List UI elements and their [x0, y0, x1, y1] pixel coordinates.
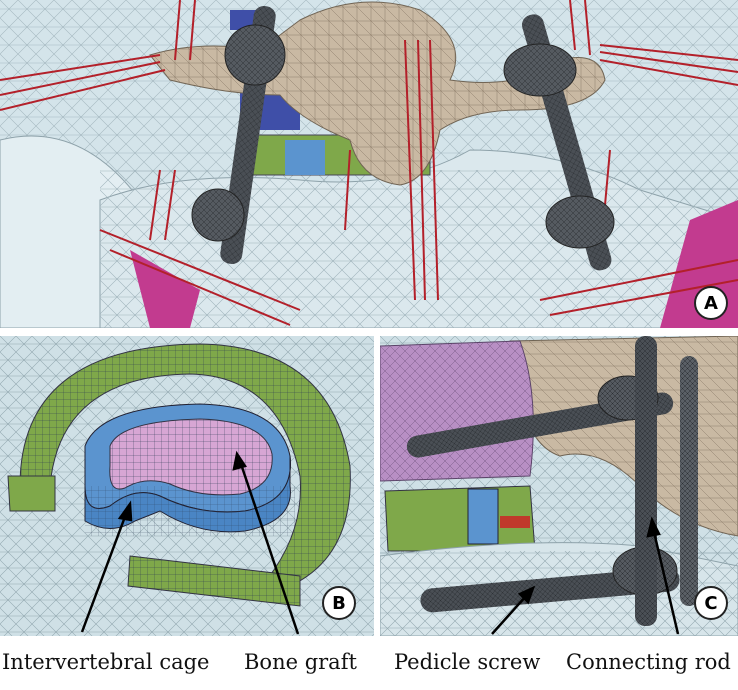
panel-b-illustration — [0, 336, 374, 636]
panel-label-c: C — [694, 586, 728, 620]
caption-pedicle-screw: Pedicle screw — [394, 650, 541, 674]
muscle-left — [130, 250, 200, 328]
panel-label-b: B — [322, 586, 356, 620]
callout-arrows-b — [80, 450, 300, 635]
callout-arrows-c — [491, 516, 680, 635]
panel-a-illustration — [0, 0, 738, 328]
cage-body-a — [285, 140, 325, 175]
panel-c-illustration — [380, 336, 738, 636]
caption-intervertebral-cage: Intervertebral cage — [2, 650, 210, 674]
panel-b: B — [0, 336, 374, 636]
caption-connecting-rod: Connecting rod — [566, 650, 731, 674]
connecting-rod — [635, 336, 698, 626]
fixation-right — [503, 14, 615, 271]
fixation-left — [191, 6, 286, 264]
panel-label-a: A — [694, 286, 728, 320]
panel-a: A — [0, 0, 738, 328]
caption-bone-graft: Bone graft — [244, 650, 357, 674]
panel-c: C — [380, 336, 738, 636]
